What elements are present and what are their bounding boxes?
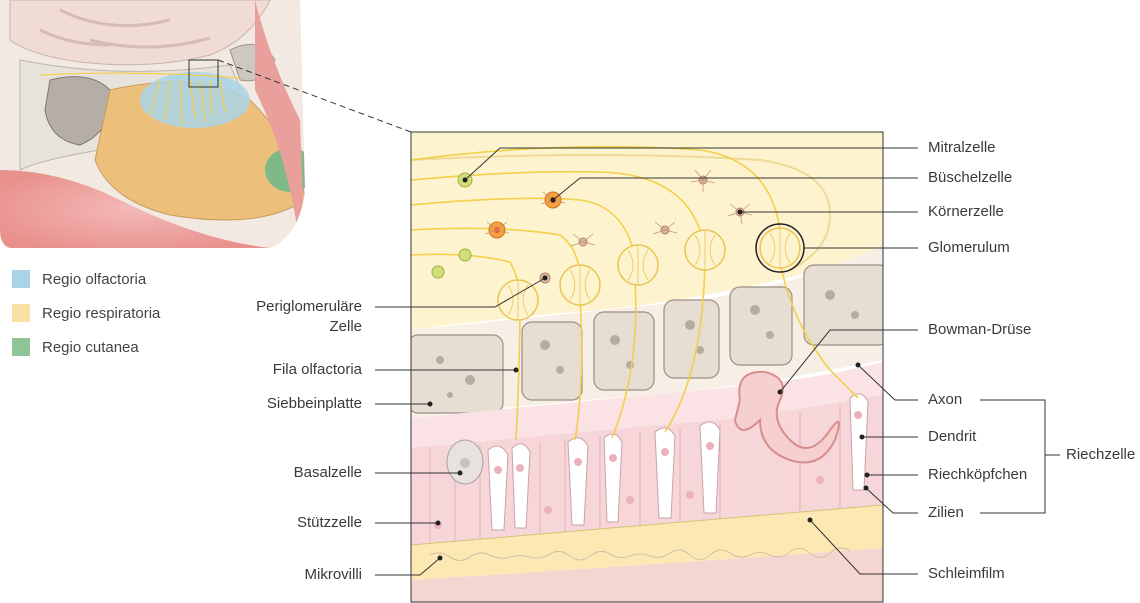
legend-label: Regio olfactoria xyxy=(42,271,146,288)
label-periglomerular-2: Zelle xyxy=(329,318,362,336)
label-axon: Axon xyxy=(928,391,962,409)
legend-label: Regio respiratoria xyxy=(42,305,160,322)
legend-swatch xyxy=(12,338,30,356)
label-mikrovilli: Mikrovilli xyxy=(305,566,363,584)
label-riechkoepfchen: Riechköpfchen xyxy=(928,466,1027,484)
label-fila-olfactoria: Fila olfactoria xyxy=(273,361,362,379)
label-zilien: Zilien xyxy=(928,504,964,522)
label-mitralzelle: Mitralzelle xyxy=(928,139,996,157)
label-koernerzelle: Körnerzelle xyxy=(928,203,1004,221)
label-periglomerular: Periglomeruläre xyxy=(256,298,362,316)
label-bowman-druese: Bowman-Drüse xyxy=(928,321,1031,339)
olfactory-region xyxy=(140,72,250,128)
label-riechzelle: Riechzelle xyxy=(1066,446,1135,464)
label-basalzelle: Basalzelle xyxy=(294,464,362,482)
detail-panel xyxy=(408,132,889,602)
label-siebbeinplatte: Siebbeinplatte xyxy=(267,395,362,413)
label-glomerulum: Glomerulum xyxy=(928,239,1010,257)
legend-item-olfactoria: Regio olfactoria xyxy=(12,262,160,296)
legend-swatch xyxy=(12,270,30,288)
label-stuetzzelle: Stützzelle xyxy=(297,514,362,532)
legend-item-respiratoria: Regio respiratoria xyxy=(12,296,160,330)
legend-label: Regio cutanea xyxy=(42,339,139,356)
label-schleimfilm: Schleimfilm xyxy=(928,565,1005,583)
legend-swatch xyxy=(12,304,30,322)
legend: Regio olfactoria Regio respiratoria Regi… xyxy=(12,262,160,364)
head-sagittal-section xyxy=(0,0,315,250)
label-bueschelzelle: Büschelzelle xyxy=(928,169,1012,187)
legend-item-cutanea: Regio cutanea xyxy=(12,330,160,364)
label-dendrit: Dendrit xyxy=(928,428,976,446)
